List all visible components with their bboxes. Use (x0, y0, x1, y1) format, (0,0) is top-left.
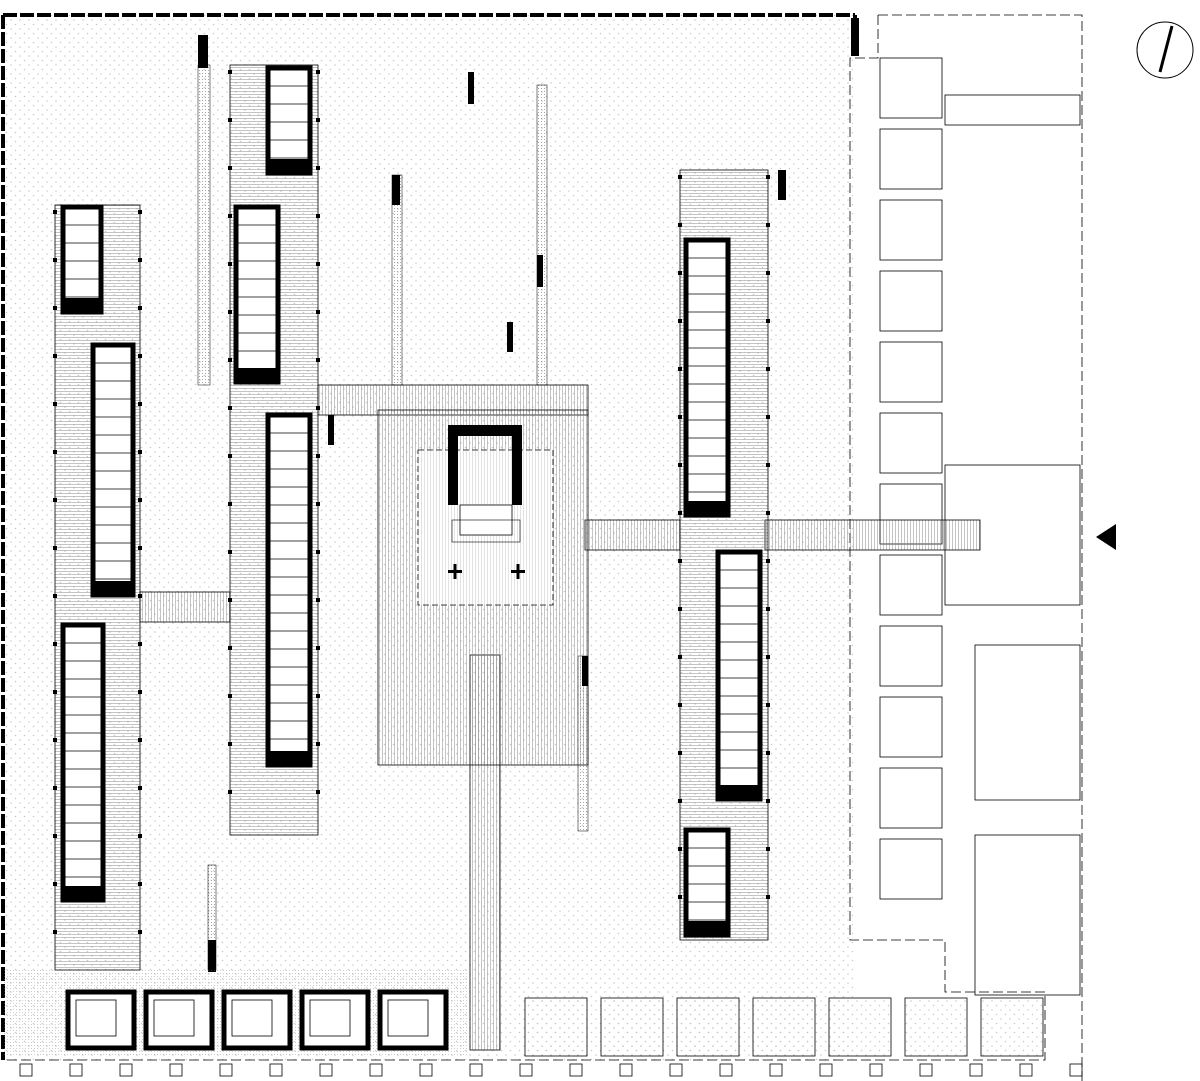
courtyard-bay (980, 997, 1044, 1057)
perimeter-block (879, 554, 943, 616)
courtyard-bay (600, 997, 664, 1057)
entrance-arrow-icon (1096, 524, 1116, 550)
perimeter-block (879, 270, 943, 332)
courtyard-bay (752, 997, 816, 1057)
courtyard-bay (904, 997, 968, 1057)
perimeter-block (879, 625, 943, 687)
pavilion-3 (678, 169, 770, 941)
perimeter-block (879, 57, 943, 119)
perimeter-block (879, 767, 943, 829)
cell (299, 989, 371, 1051)
central-court (377, 409, 589, 766)
cross-icon (448, 564, 525, 579)
cell (143, 989, 215, 1051)
wall-segments (198, 18, 859, 972)
pavilion-1 (53, 204, 142, 971)
pavilions (53, 64, 770, 971)
perimeter-block (879, 696, 943, 758)
perimeter-block (879, 341, 943, 403)
perimeter-block (879, 412, 943, 474)
cell (221, 989, 293, 1051)
cell (377, 989, 449, 1051)
cells-row (3, 970, 468, 1055)
fence-posts (19, 1063, 1083, 1077)
shrine-walls (448, 425, 522, 505)
perimeter-block (879, 128, 943, 190)
cell (65, 989, 137, 1051)
north-arrow-icon (1136, 21, 1194, 79)
courtyard-bay (524, 997, 588, 1057)
perimeter-block (879, 838, 943, 900)
courtyard-bay (828, 997, 892, 1057)
perimeter-block (879, 199, 943, 261)
pavilion-2 (228, 64, 320, 836)
perimeter-buildings (879, 57, 1081, 996)
courtyard-bays (524, 997, 1044, 1057)
courtyard-bay (676, 997, 740, 1057)
